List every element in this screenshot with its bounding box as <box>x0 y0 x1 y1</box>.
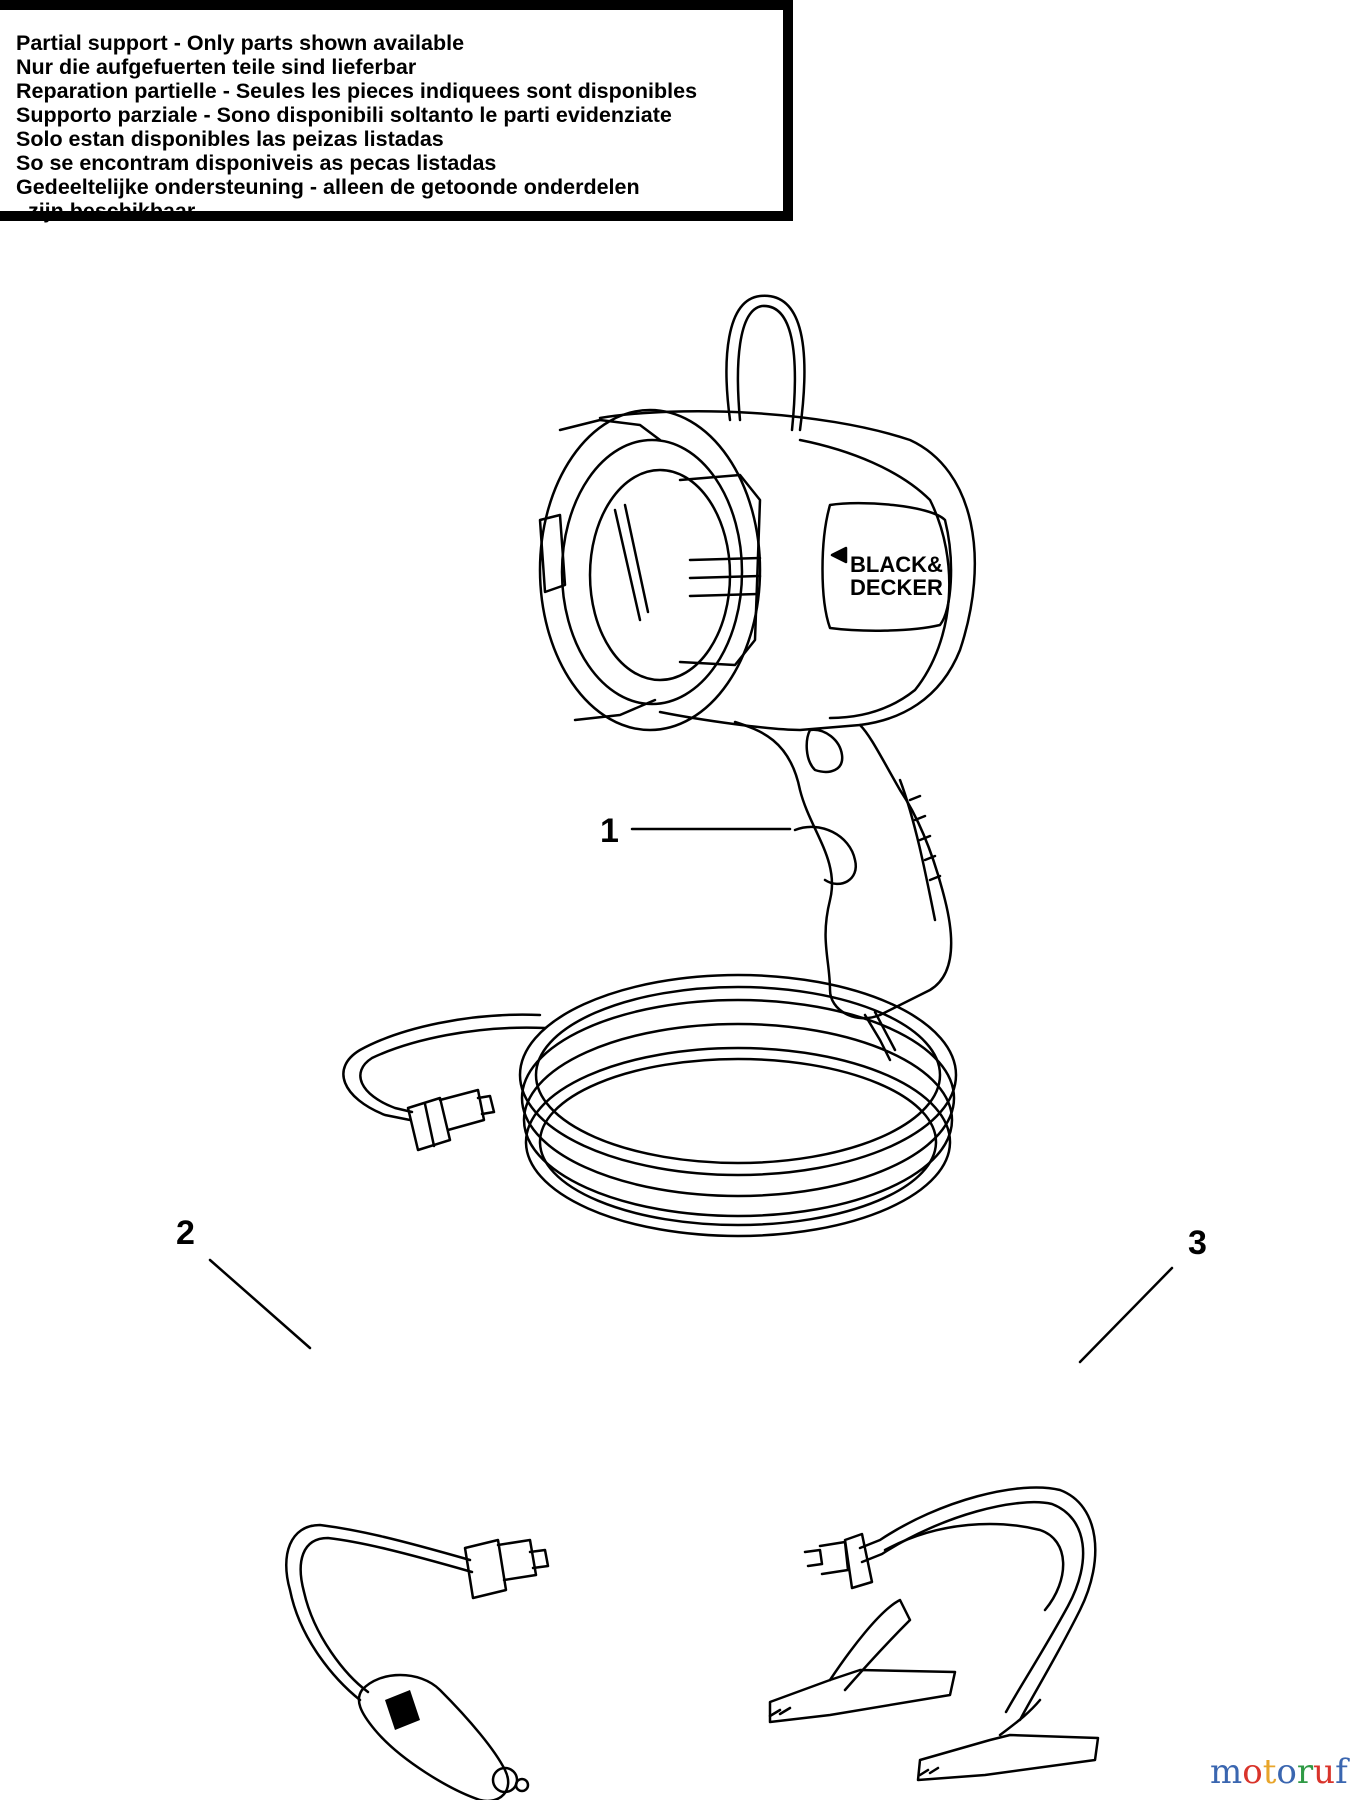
leader-line-2 <box>208 1258 312 1350</box>
notice-line: Nur die aufgefuerten teile sind lieferba… <box>16 55 417 79</box>
notice-line: Solo estan disponibles las peizas listad… <box>16 127 444 151</box>
brand-line-1: BLACK& <box>850 552 943 577</box>
pistol-grip-handle <box>733 720 953 1062</box>
watermark-logo: motoruf <box>1210 1752 1348 1792</box>
coiled-cord <box>342 973 958 1238</box>
watermark-letter: u <box>1313 1752 1336 1792</box>
callout-number-1: 1 <box>600 812 619 850</box>
callout-number-2: 2 <box>176 1214 195 1252</box>
watermark-letter: f <box>1335 1752 1348 1792</box>
battery-clamp-cord-part-3 <box>768 1486 1100 1782</box>
notice-line: Supporto parziale - Sono disponibili sol… <box>16 103 672 127</box>
spotlight-part-1: BLACK& DECKER <box>342 294 976 1238</box>
brand-line-2: DECKER <box>850 575 943 600</box>
notice-line: So se encontram disponiveis as pecas lis… <box>16 151 497 175</box>
watermark-letter: o <box>1242 1752 1263 1792</box>
notice-line: zijn beschikbaar <box>16 199 196 223</box>
cord-connector <box>406 1088 496 1152</box>
watermark-letter: m <box>1210 1752 1243 1792</box>
brand-plate: BLACK& DECKER <box>821 501 953 632</box>
notice-line: Partial support - Only parts shown avail… <box>16 31 465 55</box>
callout-number-3: 3 <box>1188 1224 1207 1262</box>
lamp-housing <box>598 410 976 732</box>
lighter-plug-cord-part-2 <box>285 1523 550 1800</box>
notice-line: Reparation partielle - Seules les pieces… <box>16 79 698 103</box>
leader-line-3 <box>1078 1266 1174 1364</box>
watermark-letter: o <box>1276 1752 1297 1792</box>
lamp-bezel <box>538 408 762 732</box>
partial-support-notice: Partial support - Only parts shown avail… <box>0 0 793 223</box>
watermark-letter: r <box>1296 1752 1314 1792</box>
hanger-wire <box>725 294 806 432</box>
notice-line: Gedeeltelijke ondersteuning - alleen de … <box>16 175 640 199</box>
watermark-letter: t <box>1262 1752 1277 1792</box>
